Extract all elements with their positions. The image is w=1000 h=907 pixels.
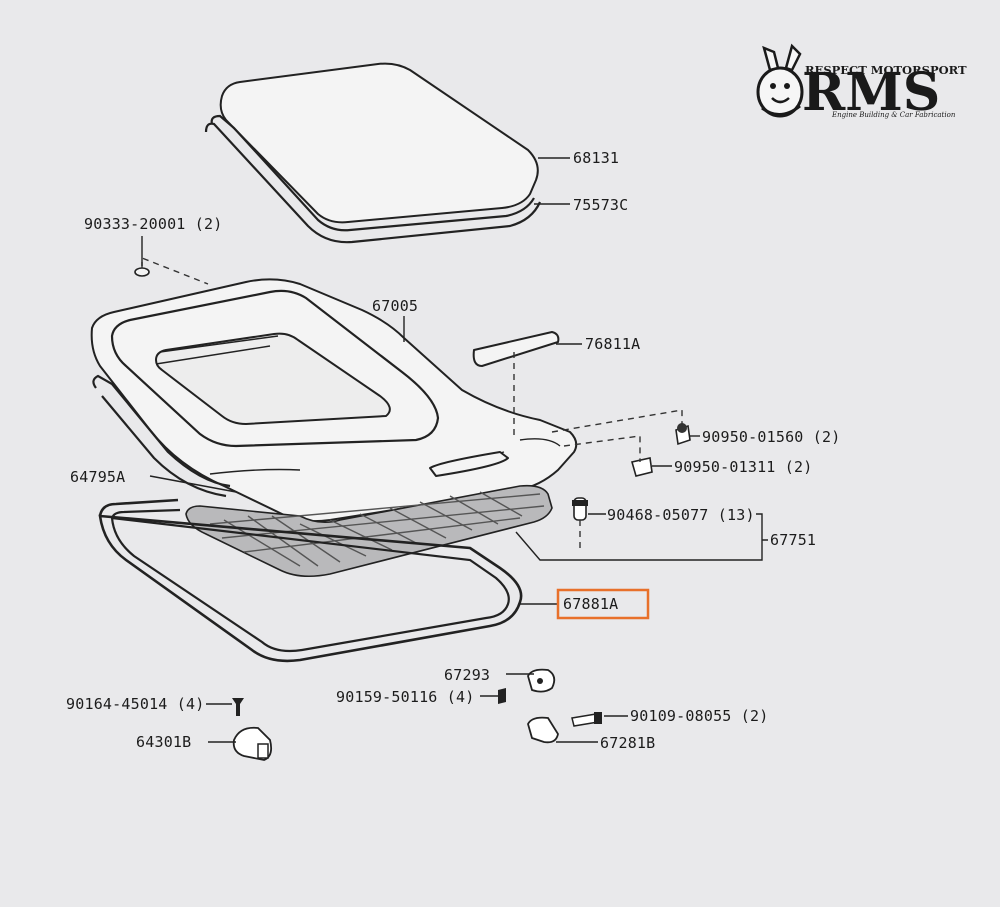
label-90950-01560: 90950-01560 (2)	[702, 428, 840, 446]
label-67881a: 67881A	[563, 595, 618, 613]
door-side-weatherstrip-inner	[101, 395, 227, 498]
lock-64301b	[232, 726, 273, 761]
label-68131: 68131	[573, 149, 619, 167]
label-67281b: 67281B	[600, 734, 655, 752]
highlight-box-67881a	[556, 588, 650, 620]
label-64795a: 64795A	[70, 468, 125, 486]
opening-weatherstrip-outer	[98, 498, 523, 663]
clip-90333	[134, 267, 150, 277]
door-side-weatherstrip	[92, 374, 231, 488]
label-75573c: 75573C	[573, 196, 628, 214]
stop-lamp-cover	[472, 331, 560, 367]
bracket-67293	[527, 668, 556, 693]
label-67005: 67005	[372, 297, 418, 315]
glass-panel	[219, 62, 539, 224]
label-90109: 90109-08055 (2)	[630, 707, 768, 725]
logo-tagline-top: RESPECT MOTORSPORT	[805, 63, 967, 77]
screw-90164	[232, 698, 244, 716]
guide-line-90950-b	[563, 435, 641, 462]
label-90950-01311: 90950-01311 (2)	[674, 458, 812, 476]
label-90159: 90159-50116 (4)	[336, 688, 474, 706]
label-67293: 67293	[444, 666, 490, 684]
screw-90159	[498, 688, 506, 704]
door-window-opening	[155, 332, 391, 425]
label-67751: 67751	[770, 531, 816, 549]
leader-67751	[515, 513, 768, 561]
glass-weatherstrip-inner	[204, 122, 542, 244]
guide-line-90333	[141, 256, 209, 285]
grille-cross-ribs	[209, 493, 545, 553]
guide-line-90950-a	[551, 409, 683, 433]
label-90333: 90333-20001 (2)	[84, 215, 222, 233]
label-76811a: 76811A	[585, 335, 640, 353]
label-90468: 90468-05077 (13)	[607, 506, 755, 524]
door-handle-slot	[429, 451, 509, 477]
rabbit-mascot-icon	[756, 43, 804, 118]
clip-90468	[572, 497, 588, 521]
opening-weatherstrip-inner	[110, 508, 510, 653]
striker-67281b	[527, 716, 559, 744]
door-window-frame	[110, 289, 440, 448]
leader-64795a	[149, 475, 237, 493]
glass-weatherstrip	[210, 114, 535, 232]
logo-tagline-bottom: Engine Building & Car Fabrication	[831, 111, 956, 119]
label-64301b: 64301B	[136, 733, 191, 751]
cushion-90950-01560	[675, 423, 691, 446]
bolt-90109	[571, 712, 602, 727]
logo-name: RMS	[802, 62, 940, 123]
hatch-grille-panel	[185, 484, 553, 578]
label-90164: 90164-45014 (4)	[66, 695, 204, 713]
cushion-90950-01311	[630, 457, 653, 477]
rms-logo: RESPECT MOTORSPORT RMS Engine Building &…	[756, 43, 967, 123]
door-window-shading	[155, 335, 279, 365]
